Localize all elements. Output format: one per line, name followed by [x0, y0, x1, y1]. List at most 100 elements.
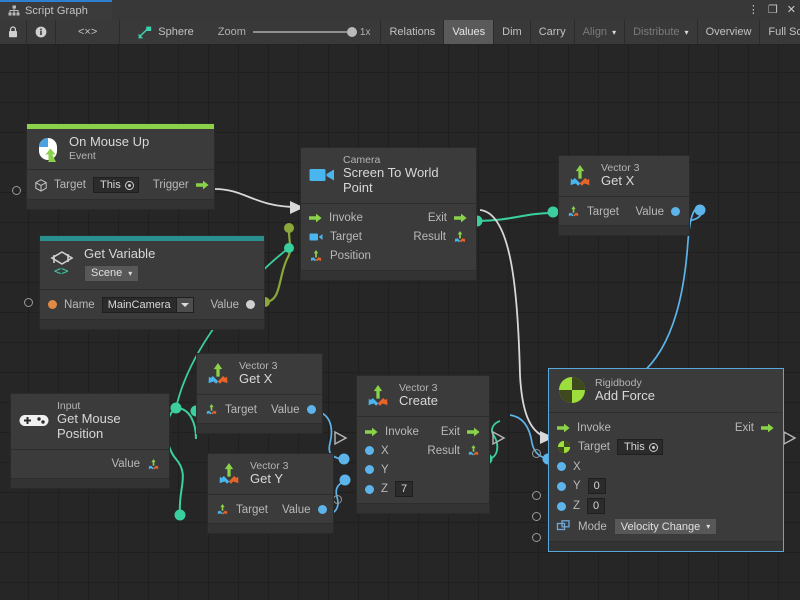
row-invoke-exit[interactable]: Invoke Exit [549, 418, 783, 437]
port-value-output[interactable] [306, 405, 316, 414]
variable-scope-dropdown[interactable]: Scene ▾ [84, 264, 140, 282]
maximize-icon[interactable]: ❐ [767, 3, 778, 16]
row-x[interactable]: X [549, 457, 783, 476]
flow-out-arrow-icon[interactable] [454, 213, 467, 223]
row-invoke-exit[interactable]: Invoke Exit [301, 209, 476, 228]
toolbar-item-overview[interactable]: Overview [698, 20, 761, 44]
node-vector3-create[interactable]: Vector 3 Create Invoke Exit [356, 375, 490, 514]
node-get-variable[interactable]: <> Get Variable Scene ▾ Name MainCamera [39, 235, 265, 330]
node-subtitle: Vector 3 [601, 162, 640, 174]
z-label: Z [381, 483, 389, 495]
toolbar-item-relations[interactable]: Relations [381, 20, 445, 44]
row-target[interactable]: Target This [549, 437, 783, 457]
variable-name-dropdown[interactable]: MainCamera [101, 296, 194, 313]
node-rigidbody-add-force[interactable]: Rigidbody Add Force Invoke Exit [548, 368, 784, 552]
node-title: Get X [601, 173, 635, 189]
node-vector3-get-x-mid[interactable]: Vector 3 Get X Target Value [196, 353, 323, 434]
toolbar-label-full-screen: Full Screen [768, 26, 800, 38]
row-y[interactable]: Y [357, 460, 489, 479]
node-camera-screen-to-world-point[interactable]: Camera Screen To World Point Invoke Exit [300, 147, 477, 281]
port-z-input[interactable] [365, 484, 374, 494]
port-x-input[interactable] [557, 462, 566, 471]
close-icon[interactable]: ✕ [786, 3, 796, 16]
z-value-field[interactable]: 7 [395, 481, 414, 497]
port-marker-addforce-z[interactable] [532, 512, 541, 521]
row-invoke-exit[interactable]: Invoke Exit [357, 422, 489, 441]
row-name[interactable]: Name MainCamera Value [40, 295, 264, 315]
target-picker-icon[interactable] [124, 180, 134, 190]
vector3-icon [453, 230, 467, 244]
toolbar-item-values[interactable]: Values [444, 20, 495, 44]
port-marker-get-variable-name[interactable] [24, 298, 33, 307]
flow-in-arrow-icon[interactable] [557, 423, 570, 433]
toolbar-item-carry[interactable]: Carry [531, 20, 575, 44]
toolbar-item-dim[interactable]: Dim [494, 20, 531, 44]
row-target-value[interactable]: Target Value [559, 202, 689, 221]
row-z[interactable]: Z 0 [549, 496, 783, 516]
flow-out-arrow-icon[interactable] [195, 180, 209, 190]
target-label: Target [330, 231, 362, 244]
port-value-output[interactable] [317, 505, 327, 514]
port-y-input[interactable] [365, 465, 374, 474]
mode-dropdown[interactable]: Velocity Change ▾ [613, 518, 718, 535]
target-picker-icon[interactable] [648, 442, 658, 452]
row-target-value[interactable]: Target Value [208, 500, 333, 519]
port-marker-addforce-y[interactable] [532, 491, 541, 500]
result-label: Result [413, 231, 446, 244]
toolbar-item-full-screen[interactable]: Full Screen [760, 20, 800, 44]
window-menu-icon[interactable]: ⋮ [747, 3, 759, 16]
port-marker-on-mouse-up-target[interactable] [12, 186, 21, 195]
port-marker-addforce-target[interactable] [532, 449, 541, 458]
row-y[interactable]: Y 0 [549, 476, 783, 496]
node-input-get-mouse-position[interactable]: Input Get Mouse Position Value [10, 393, 170, 489]
lock-button[interactable] [0, 20, 27, 44]
port-marker-addforce-mode[interactable] [532, 533, 541, 542]
chevron-down-icon[interactable] [175, 296, 194, 313]
chevron-down-icon-distribute: ▾ [684, 27, 689, 37]
y-value-field[interactable]: 0 [587, 478, 606, 494]
info-button[interactable] [27, 20, 56, 44]
node-footer [357, 503, 489, 513]
graph-object-button[interactable]: Sphere [120, 20, 207, 44]
toolbar-item-distribute[interactable]: Distribute ▾ [625, 20, 698, 44]
flow-out-arrow-icon[interactable] [467, 427, 480, 437]
target-value-field[interactable]: This [616, 439, 663, 455]
zoom-control[interactable]: Zoom 1x [208, 20, 382, 44]
flow-in-arrow-icon[interactable] [365, 427, 378, 437]
flow-in-arrow-icon[interactable] [309, 213, 322, 223]
z-value-field[interactable]: 0 [587, 498, 606, 514]
node-vector3-get-x-top[interactable]: Vector 3 Get X Target Value [558, 155, 690, 236]
port-z-input[interactable] [557, 501, 566, 511]
zoom-slider[interactable] [252, 27, 357, 37]
node-vector3-get-y-mid[interactable]: Vector 3 Get Y Target Value [207, 453, 334, 534]
row-target-result[interactable]: Target Result [301, 228, 476, 247]
value-label: Value [270, 403, 300, 416]
script-toggle-button[interactable]: <×> [56, 20, 121, 44]
port-value-output[interactable] [671, 207, 680, 216]
target-value-field[interactable]: This [92, 177, 139, 193]
port-value-output[interactable] [246, 300, 255, 310]
row-target-value[interactable]: Target Value [197, 400, 322, 419]
port-marker-create-z[interactable] [333, 495, 342, 504]
node-footer [549, 541, 783, 551]
row-z[interactable]: Z 7 [357, 479, 489, 499]
row-position[interactable]: Position [301, 247, 476, 266]
port-y-input[interactable] [557, 481, 566, 491]
row-x-result[interactable]: X Result [357, 441, 489, 460]
row-target[interactable]: Target This Trigger [27, 175, 214, 195]
zoom-slider-handle[interactable] [346, 27, 357, 37]
node-body: Name MainCamera Value [40, 289, 264, 319]
tab-script-graph[interactable]: Script Graph [0, 0, 112, 20]
flow-out-arrow-icon[interactable] [761, 423, 774, 433]
port-name-input[interactable] [48, 300, 57, 310]
port-x-input[interactable] [365, 446, 374, 455]
vector3-icon [216, 461, 242, 487]
node-title-block: Vector 3 Get Y [250, 460, 289, 487]
toolbar-item-align[interactable]: Align ▾ [575, 20, 626, 44]
node-header: Vector 3 Get X [197, 354, 322, 395]
row-value[interactable]: Value [11, 455, 169, 474]
row-mode[interactable]: Mode Velocity Change ▾ [549, 516, 783, 537]
graph-canvas[interactable]: On Mouse Up Event Target This [0, 45, 800, 600]
z-label: Z [573, 500, 581, 512]
node-on-mouse-up[interactable]: On Mouse Up Event Target This [26, 123, 215, 210]
